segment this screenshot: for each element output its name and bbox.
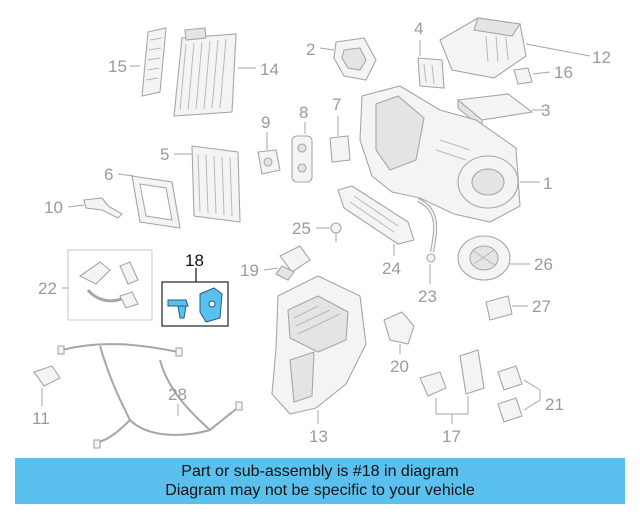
part-12-upper-cover (439, 17, 591, 79)
callout-17: 17 (442, 427, 461, 446)
part-11-sensor-plug (33, 365, 61, 406)
banner-line-1: Part or sub-assembly is #18 in diagram (181, 463, 459, 480)
callout-9: 9 (261, 113, 270, 132)
part-2-gasket (319, 37, 377, 81)
callout-2: 2 (306, 40, 315, 59)
callout-8: 8 (299, 103, 308, 122)
part-28-wiring-harness (57, 343, 243, 449)
part-7-expansion-valve (329, 116, 351, 163)
callout-14: 14 (260, 60, 279, 79)
callout-15: 15 (108, 57, 127, 76)
callout-11: 11 (32, 409, 50, 428)
callout-5: 5 (160, 145, 169, 164)
callout-10: 10 (44, 198, 63, 217)
part-13-lower-housing (271, 275, 367, 424)
callout-21: 21 (545, 395, 564, 414)
callout-13: 13 (309, 427, 328, 446)
banner-line-2: Diagram may not be specific to your vehi… (165, 482, 475, 499)
part-18-highlighted-assembly (161, 268, 229, 327)
part-1-hvac-housing (359, 85, 540, 223)
callout-23: 23 (418, 287, 437, 306)
part-15-seal (130, 27, 167, 97)
part-25-screw (316, 222, 342, 242)
callout-7: 7 (332, 95, 341, 114)
callout-18: 18 (185, 251, 204, 270)
callout-6: 6 (104, 165, 113, 184)
part-20-bracket (383, 311, 415, 354)
part-24-duct (337, 185, 415, 256)
part-4-bracket (417, 40, 445, 89)
callout-12: 12 (592, 48, 611, 67)
callout-26: 26 (534, 255, 553, 274)
part-19-actuator (263, 245, 311, 281)
callout-28: 28 (168, 385, 187, 404)
part-5-evaporator (174, 145, 241, 223)
part-10-sensor (67, 197, 123, 219)
callout-16: 16 (554, 63, 573, 82)
callout-27: 27 (532, 297, 551, 316)
part-6-seal-frame (117, 173, 181, 229)
part-27-resistor (485, 295, 528, 321)
part-23-drain-hose (417, 198, 438, 284)
part-17-actuators (419, 349, 485, 424)
part-14-heater-core (173, 27, 256, 117)
callout-labels: 1 2 3 4 5 6 7 8 9 10 11 12 13 14 15 16 1… (32, 19, 611, 446)
part-21-actuators (497, 365, 541, 423)
part-16-clip (513, 67, 551, 85)
callout-20: 20 (390, 357, 409, 376)
part-26-blower-motor (457, 235, 530, 281)
callout-3: 3 (541, 101, 550, 120)
part-8-gasket (291, 122, 313, 183)
part-22-hose-group (62, 249, 153, 321)
part-9-sensor (257, 132, 281, 175)
callout-24: 24 (382, 259, 401, 278)
callout-22: 22 (38, 279, 57, 298)
info-banner: Part or sub-assembly is #18 in diagram D… (15, 458, 625, 504)
callout-4: 4 (414, 19, 423, 38)
parts-diagram: 1 2 3 4 5 6 7 8 9 10 11 12 13 14 15 16 1… (32, 17, 611, 449)
callout-19: 19 (240, 261, 259, 280)
callout-25: 25 (292, 219, 311, 238)
callout-1: 1 (543, 174, 552, 193)
